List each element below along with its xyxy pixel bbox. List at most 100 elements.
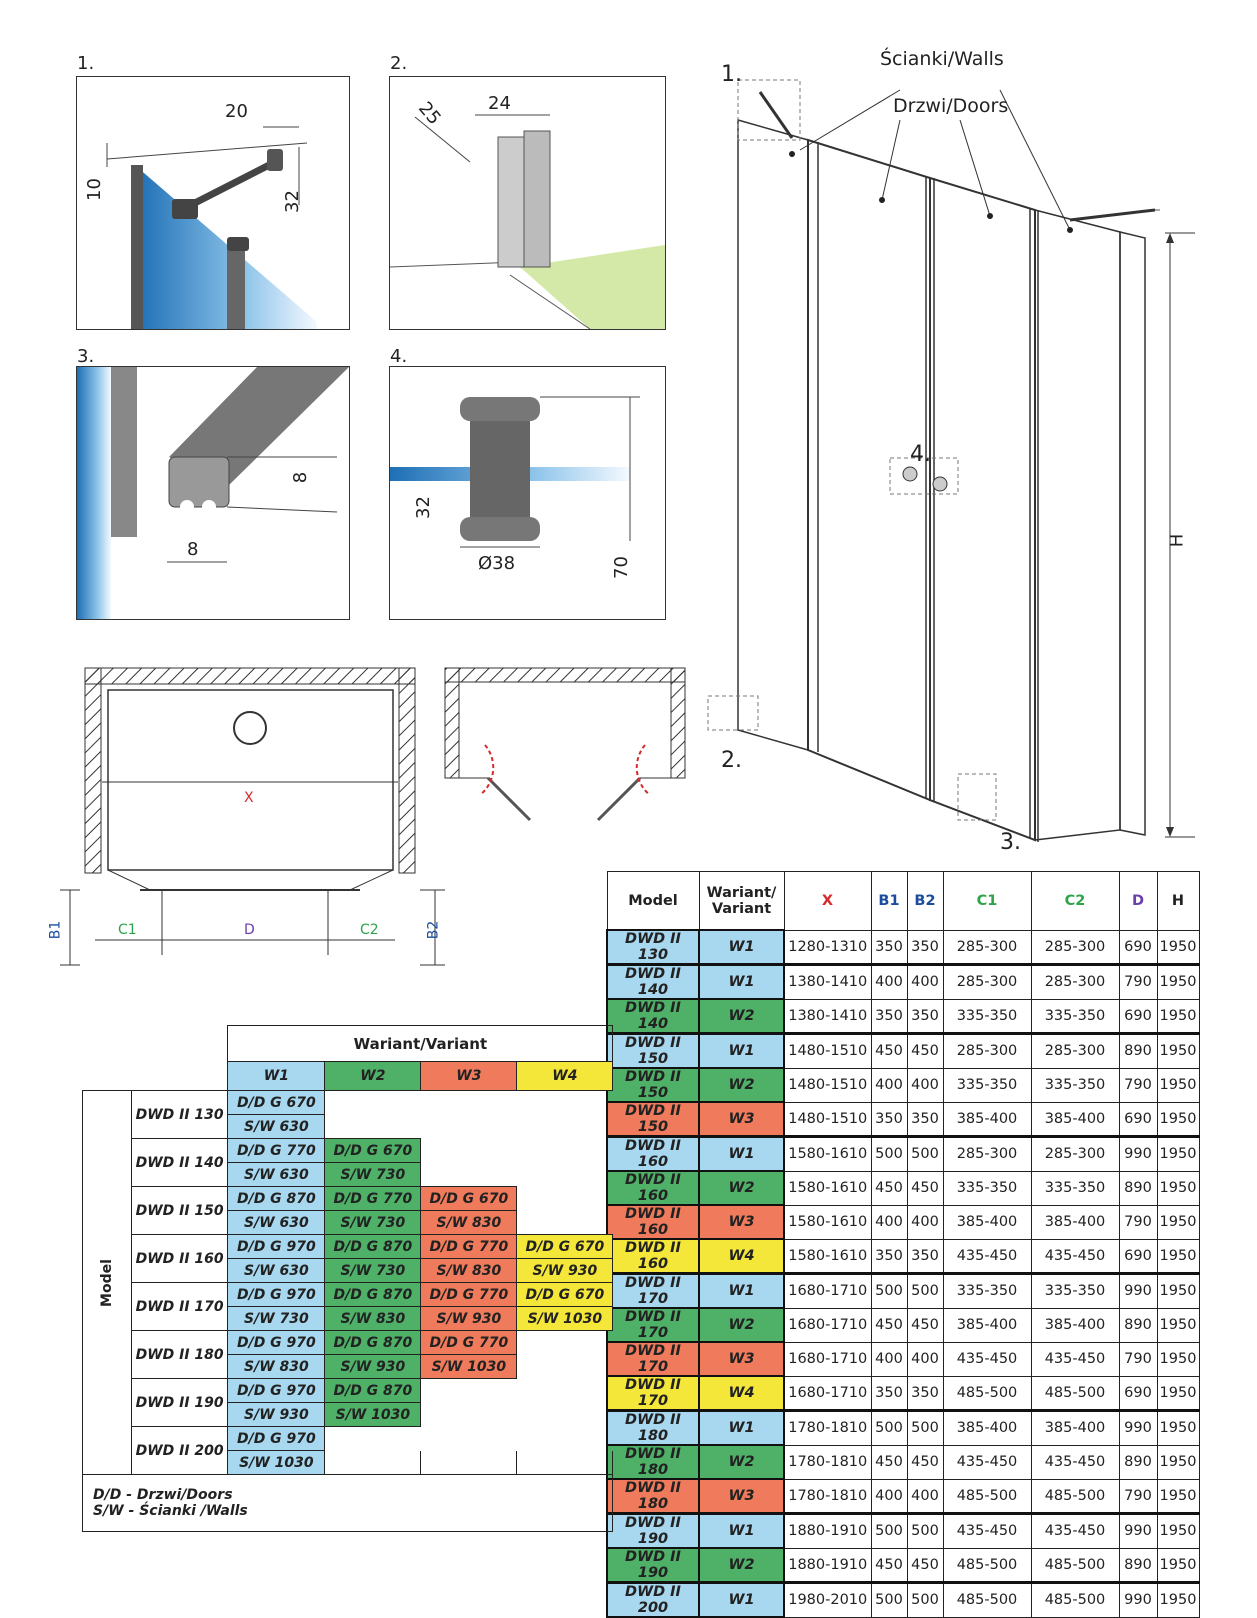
spec-value-cell: 1950 [1156,1101,1200,1137]
callout-2: 2. [721,748,742,773]
spec-header-cell: C2 [1030,871,1120,931]
spec-value-cell: 790 [1118,1204,1158,1240]
spec-variant-cell: W2 [698,1307,785,1343]
variant-size-cell: S/W 830 [420,1258,518,1283]
spec-variant-cell: W1 [698,1272,785,1309]
spec-value-cell: 400 [870,1478,908,1514]
spec-header-cell: H [1156,871,1200,931]
spec-value-cell: 385-400 [942,1101,1032,1137]
door-seal-detail [77,367,349,619]
spec-value-cell: 1950 [1156,1307,1200,1343]
spec-value-cell: 435-450 [1030,1341,1120,1377]
spec-value-cell: 385-400 [942,1409,1032,1446]
spec-variant-cell: W1 [698,1409,785,1446]
spec-model-cell: DWD II 160 [606,1238,700,1275]
spec-value-cell: 335-350 [1030,1170,1120,1206]
variant-size-cell: S/W 630 [227,1258,326,1283]
spec-value-cell: 1480-1510 [783,1101,872,1137]
spec-value-cell: 890 [1118,1032,1158,1069]
spec-value-cell: 400 [906,963,944,1000]
spec-value-cell: 450 [906,1307,944,1343]
spec-variant-cell: W1 [698,929,785,966]
variant-size-cell: D/D G 870 [324,1378,422,1403]
floor-profile-detail [390,114,665,329]
spec-variant-cell: W3 [698,1478,785,1515]
spec-model-cell: DWD II 150 [606,1032,700,1069]
spec-value-cell: 435-450 [942,1444,1032,1480]
variant-size-cell: D/D G 870 [324,1282,422,1307]
spec-variant-cell: W3 [698,1101,785,1138]
spec-value-cell: 335-350 [942,998,1032,1034]
spec-value-cell: 335-350 [1030,998,1120,1034]
spec-value-cell: 350 [870,998,908,1034]
spec-value-cell: 400 [870,1204,908,1240]
spec-model-cell: DWD II 180 [606,1444,700,1480]
variant-model-name: DWD II 170 [130,1282,229,1331]
spec-value-cell: 350 [870,1101,908,1137]
plan-c1-label: C1 [118,922,137,938]
spec-value-cell: 690 [1118,1101,1158,1137]
spec-value-cell: 435-450 [1030,1238,1120,1274]
legend-line: D/D - Drzwi/Doors [93,1487,233,1503]
spec-value-cell: 500 [870,1135,908,1172]
spec-value-cell: 990 [1118,1272,1158,1309]
panel-2-number: 2. [390,53,408,74]
plan-b1-label: B1 [47,920,64,940]
variant-size-cell: D/D G 870 [324,1234,422,1259]
model-side-label: Model [82,1090,132,1475]
spec-value-cell: 450 [906,1444,944,1480]
spec-variant-cell: W2 [698,1170,785,1206]
spec-value-cell: 1950 [1156,1170,1200,1206]
variant-size-cell: S/W 730 [324,1162,422,1187]
handle-detail [390,396,640,548]
spec-value-cell: 1680-1710 [783,1307,872,1343]
spec-value-cell: 790 [1118,963,1158,1000]
spec-value-cell: 1580-1610 [783,1135,872,1172]
variant-size-cell: S/W 830 [420,1210,518,1235]
dim-8-width: 8 [187,539,199,560]
spec-model-cell: DWD II 180 [606,1409,700,1446]
spec-value-cell: 285-300 [942,963,1032,1000]
spec-model-cell: DWD II 180 [606,1478,700,1515]
dim-70: 70 [610,556,632,579]
spec-value-cell: 500 [906,1512,944,1549]
variant-size-cell: S/W 830 [227,1354,326,1379]
spec-header-cell: B2 [906,871,944,931]
plan-b2-label: B2 [425,920,442,940]
spec-model-cell: DWD II 150 [606,1067,700,1103]
spec-value-cell: 285-300 [942,1032,1032,1069]
variant-model-name: DWD II 200 [130,1426,229,1475]
spec-value-cell: 1280-1310 [783,929,872,965]
spec-model-cell: DWD II 170 [606,1307,700,1343]
variant-size-cell: S/W 630 [227,1210,326,1235]
spec-value-cell: 285-300 [1030,963,1120,1000]
spec-model-cell: DWD II 160 [606,1135,700,1172]
spec-value-cell: 1780-1810 [783,1478,872,1514]
variant-row: S/W 630 [83,1114,613,1139]
variant-size-cell: S/W 1030 [516,1306,614,1331]
spec-variant-cell: W1 [698,1032,785,1069]
spec-value-cell: 400 [906,1478,944,1514]
spec-value-cell: 1950 [1156,1238,1200,1274]
variant-size-cell: D/D G 770 [420,1234,518,1259]
spec-value-cell: 1780-1810 [783,1444,872,1480]
variant-size-cell: S/W 730 [324,1210,422,1235]
variant-size-cell: S/W 630 [227,1162,326,1187]
spec-value-cell: 1880-1910 [783,1512,872,1549]
spec-value-cell: 350 [906,1101,944,1137]
spec-value-cell: 1680-1710 [783,1375,872,1411]
spec-model-cell: DWD II 170 [606,1375,700,1412]
doors-label: Drzwi/Doors [893,95,1009,117]
spec-value-cell: 1950 [1156,1478,1200,1514]
